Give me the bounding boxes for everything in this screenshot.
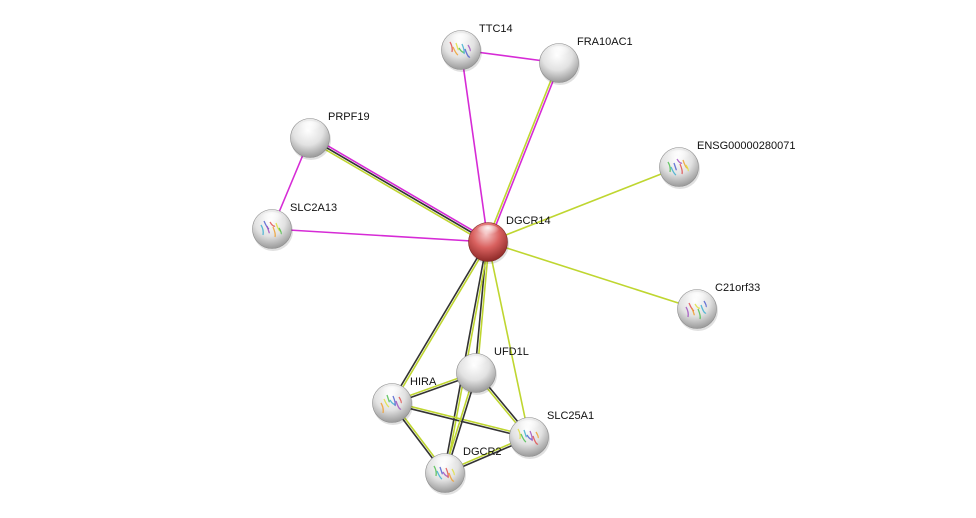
node-label: TTC14 bbox=[479, 23, 513, 35]
node-label: SLC2A13 bbox=[290, 202, 337, 214]
edge-line-coexpression bbox=[309, 137, 489, 243]
node-SLC25A1[interactable]: SLC25A1 bbox=[509, 410, 595, 459]
node-label: UFD1L bbox=[494, 346, 529, 358]
edge-line-experimental bbox=[271, 228, 489, 243]
edge-C21orf33-DGCR14[interactable] bbox=[487, 241, 698, 310]
node-UFD1L[interactable]: UFD1L bbox=[456, 346, 529, 395]
node-label: ENSG00000280071 bbox=[697, 140, 795, 152]
node-highlight bbox=[476, 225, 500, 239]
node-highlight bbox=[260, 212, 284, 226]
node-ENSG00000280071[interactable]: ENSG00000280071 bbox=[659, 140, 796, 189]
node-highlight bbox=[517, 420, 541, 434]
edge-line-experimental bbox=[488, 63, 561, 243]
edge-line-textmining bbox=[487, 241, 530, 438]
node-highlight bbox=[685, 292, 709, 306]
node-highlight bbox=[464, 356, 488, 370]
edge-line-textmining bbox=[487, 166, 680, 243]
node-DGCR2[interactable]: DGCR2 bbox=[425, 446, 502, 495]
node-label: DGCR14 bbox=[506, 215, 551, 227]
node-label: DGCR2 bbox=[463, 446, 502, 458]
edge-DGCR14-SLC25A1[interactable] bbox=[487, 241, 530, 438]
edge-line-coexpression bbox=[390, 241, 488, 403]
node-TTC14[interactable]: TTC14 bbox=[441, 23, 513, 72]
node-HIRA[interactable]: HIRA bbox=[372, 376, 437, 425]
edge-ENSG00000280071-DGCR14[interactable] bbox=[487, 166, 680, 243]
edge-line-experimental bbox=[460, 49, 489, 243]
node-label: C21orf33 bbox=[715, 282, 760, 294]
edge-FRA10AC1-DGCR14[interactable] bbox=[486, 62, 561, 243]
node-highlight bbox=[667, 150, 691, 164]
edge-line-experimental bbox=[310, 135, 490, 241]
node-DGCR14[interactable]: DGCR14 bbox=[468, 215, 551, 264]
node-highlight bbox=[380, 386, 404, 400]
node-label: PRPF19 bbox=[328, 111, 370, 123]
edge-TTC14-DGCR14[interactable] bbox=[460, 49, 489, 243]
node-FRA10AC1[interactable]: FRA10AC1 bbox=[539, 36, 633, 85]
node-highlight bbox=[298, 121, 322, 135]
edge-DGCR14-HIRA[interactable] bbox=[390, 241, 490, 404]
node-highlight bbox=[449, 33, 473, 47]
edge-line-textmining bbox=[308, 139, 488, 245]
edge-line-textmining bbox=[486, 62, 559, 242]
node-label: HIRA bbox=[410, 376, 437, 388]
nodes-layer: TTC14FRA10AC1PRPF19ENSG00000280071SLC2A1… bbox=[252, 23, 796, 495]
node-highlight bbox=[433, 456, 457, 470]
edge-line-textmining bbox=[392, 242, 490, 404]
node-PRPF19[interactable]: PRPF19 bbox=[290, 111, 370, 160]
edge-line-textmining bbox=[476, 242, 490, 374]
edge-line-textmining bbox=[487, 241, 698, 310]
node-highlight bbox=[547, 46, 571, 60]
node-label: SLC25A1 bbox=[547, 410, 594, 422]
node-SLC2A13[interactable]: SLC2A13 bbox=[252, 202, 338, 251]
edge-PRPF19-DGCR14[interactable] bbox=[308, 135, 490, 245]
node-C21orf33[interactable]: C21orf33 bbox=[677, 282, 761, 331]
node-label: FRA10AC1 bbox=[577, 36, 633, 48]
edge-SLC2A13-DGCR14[interactable] bbox=[271, 228, 489, 243]
